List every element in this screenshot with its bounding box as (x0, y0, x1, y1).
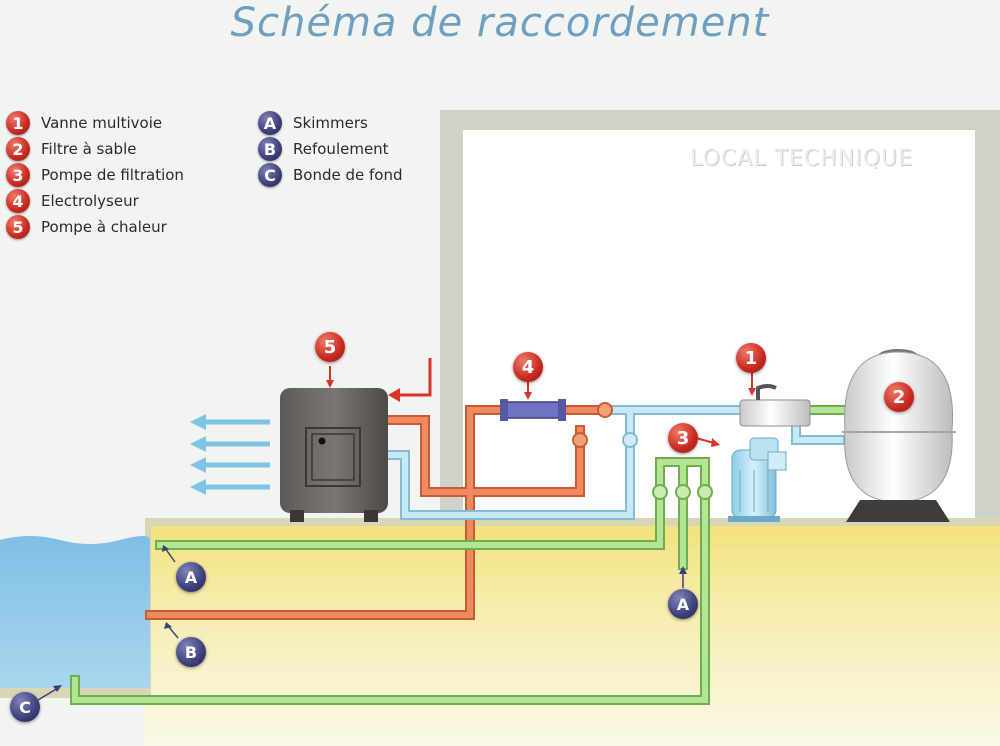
multiport-valve (739, 384, 811, 427)
letter-pointers (37, 545, 687, 701)
electrolyser-cell (500, 399, 566, 421)
marker-return: B (176, 637, 206, 667)
legend-label: Refoulement (293, 140, 389, 158)
legend-badge: 2 (6, 137, 30, 161)
heat-pump-unit (280, 388, 388, 522)
equipment-legend: 1 Vanne multivoie 2 Filtre à sable 3 Pom… (6, 110, 184, 240)
ground (145, 518, 1000, 746)
marker-sand-filter: 2 (884, 382, 914, 412)
flow-arrow (388, 358, 432, 402)
marker-electrolyser: 4 (513, 352, 543, 382)
marker-multiport-valve: 1 (736, 343, 766, 373)
legend-badge: 1 (6, 111, 30, 135)
pool (0, 536, 150, 698)
legend-label: Pompe de filtration (41, 166, 184, 184)
legend-badge: 4 (6, 189, 30, 213)
diagram-title: Schéma de raccordement (230, 0, 770, 46)
legend-badge: B (258, 137, 282, 161)
marker-heat-pump: 5 (315, 332, 345, 362)
connection-legend: A Skimmers B Refoulement C Bonde de fond (258, 110, 403, 188)
legend-label: Vanne multivoie (41, 114, 163, 132)
filtration-pump (728, 437, 787, 522)
legend-item: 4 Electrolyseur (6, 188, 184, 214)
legend-item: 2 Filtre à sable (6, 136, 184, 162)
sand-filter-tank (842, 349, 956, 522)
marker-filtration-pump: 3 (668, 423, 698, 453)
marker-main-drain: C (10, 692, 40, 722)
legend-badge: 5 (6, 215, 30, 239)
legend-label: Pompe à chaleur (41, 218, 167, 236)
legend-label: Electrolyseur (41, 192, 139, 210)
heat-exhaust-arrows (190, 414, 270, 495)
valves (572, 402, 713, 500)
legend-item: 1 Vanne multivoie (6, 110, 184, 136)
marker-skimmer-pool: A (176, 562, 206, 592)
legend-label: Skimmers (293, 114, 368, 132)
legend-item: C Bonde de fond (258, 162, 403, 188)
legend-item: B Refoulement (258, 136, 403, 162)
technical-room (440, 110, 1000, 530)
legend-label: Filtre à sable (41, 140, 137, 158)
marker-skimmer-pump: A (668, 589, 698, 619)
legend-badge: 3 (6, 163, 30, 187)
legend-badge: A (258, 111, 282, 135)
legend-badge: C (258, 163, 282, 187)
technical-room-label: LOCAL TECHNIQUE (690, 146, 913, 171)
legend-item: 3 Pompe de filtration (6, 162, 184, 188)
legend-label: Bonde de fond (293, 166, 403, 184)
legend-item: A Skimmers (258, 110, 403, 136)
legend-item: 5 Pompe à chaleur (6, 214, 184, 240)
